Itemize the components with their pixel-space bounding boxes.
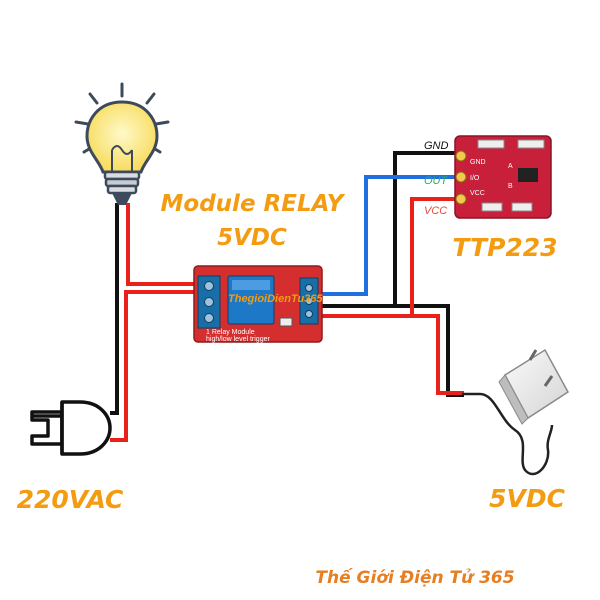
- pin-label-gnd: GND: [424, 140, 449, 152]
- power-plug-icon: [30, 400, 112, 456]
- sensor-board-vcc: VCC: [470, 190, 485, 197]
- pin-label-vcc: VCC: [424, 205, 447, 217]
- footer-brand: Thế Giới Điện Tử 365: [315, 568, 515, 588]
- relay-board-line2: high/low level trigger: [206, 336, 270, 343]
- power-adapter-icon: [462, 348, 569, 476]
- out-blue-wire: [320, 175, 457, 296]
- wires: [110, 151, 464, 442]
- relay-module: ThegioiDienTu365 1 Relay Module high/low…: [193, 265, 323, 343]
- sensor-board-a: A: [508, 163, 513, 170]
- light-bulb-icon: [74, 82, 170, 205]
- sensor-board-b: B: [508, 183, 513, 190]
- relay-title-label: Module RELAY: [161, 191, 346, 217]
- sensor-board-gnd: GND: [470, 159, 486, 166]
- mains-red-wire: [110, 290, 198, 442]
- relay-watermark: ThegioiDienTu365: [228, 293, 323, 305]
- vcc-red-wire: [410, 197, 464, 395]
- sensor-name-label: TTP223: [452, 233, 557, 262]
- mains-voltage-label: 220VAC: [17, 485, 124, 514]
- relay-voltage-label: 5VDC: [217, 225, 287, 251]
- relay-board-line1: 1 Relay Module: [206, 329, 255, 336]
- pin-label-out: OUT: [424, 175, 449, 187]
- sensor-board-io: I/O: [470, 175, 480, 182]
- gnd-black-wire: [393, 151, 464, 397]
- adapter-voltage-label: 5VDC: [489, 484, 565, 513]
- ttp223-module: GND I/O VCC A B: [454, 135, 552, 219]
- bulb-red-wire: [126, 203, 198, 286]
- mains-black-wire: [110, 203, 119, 415]
